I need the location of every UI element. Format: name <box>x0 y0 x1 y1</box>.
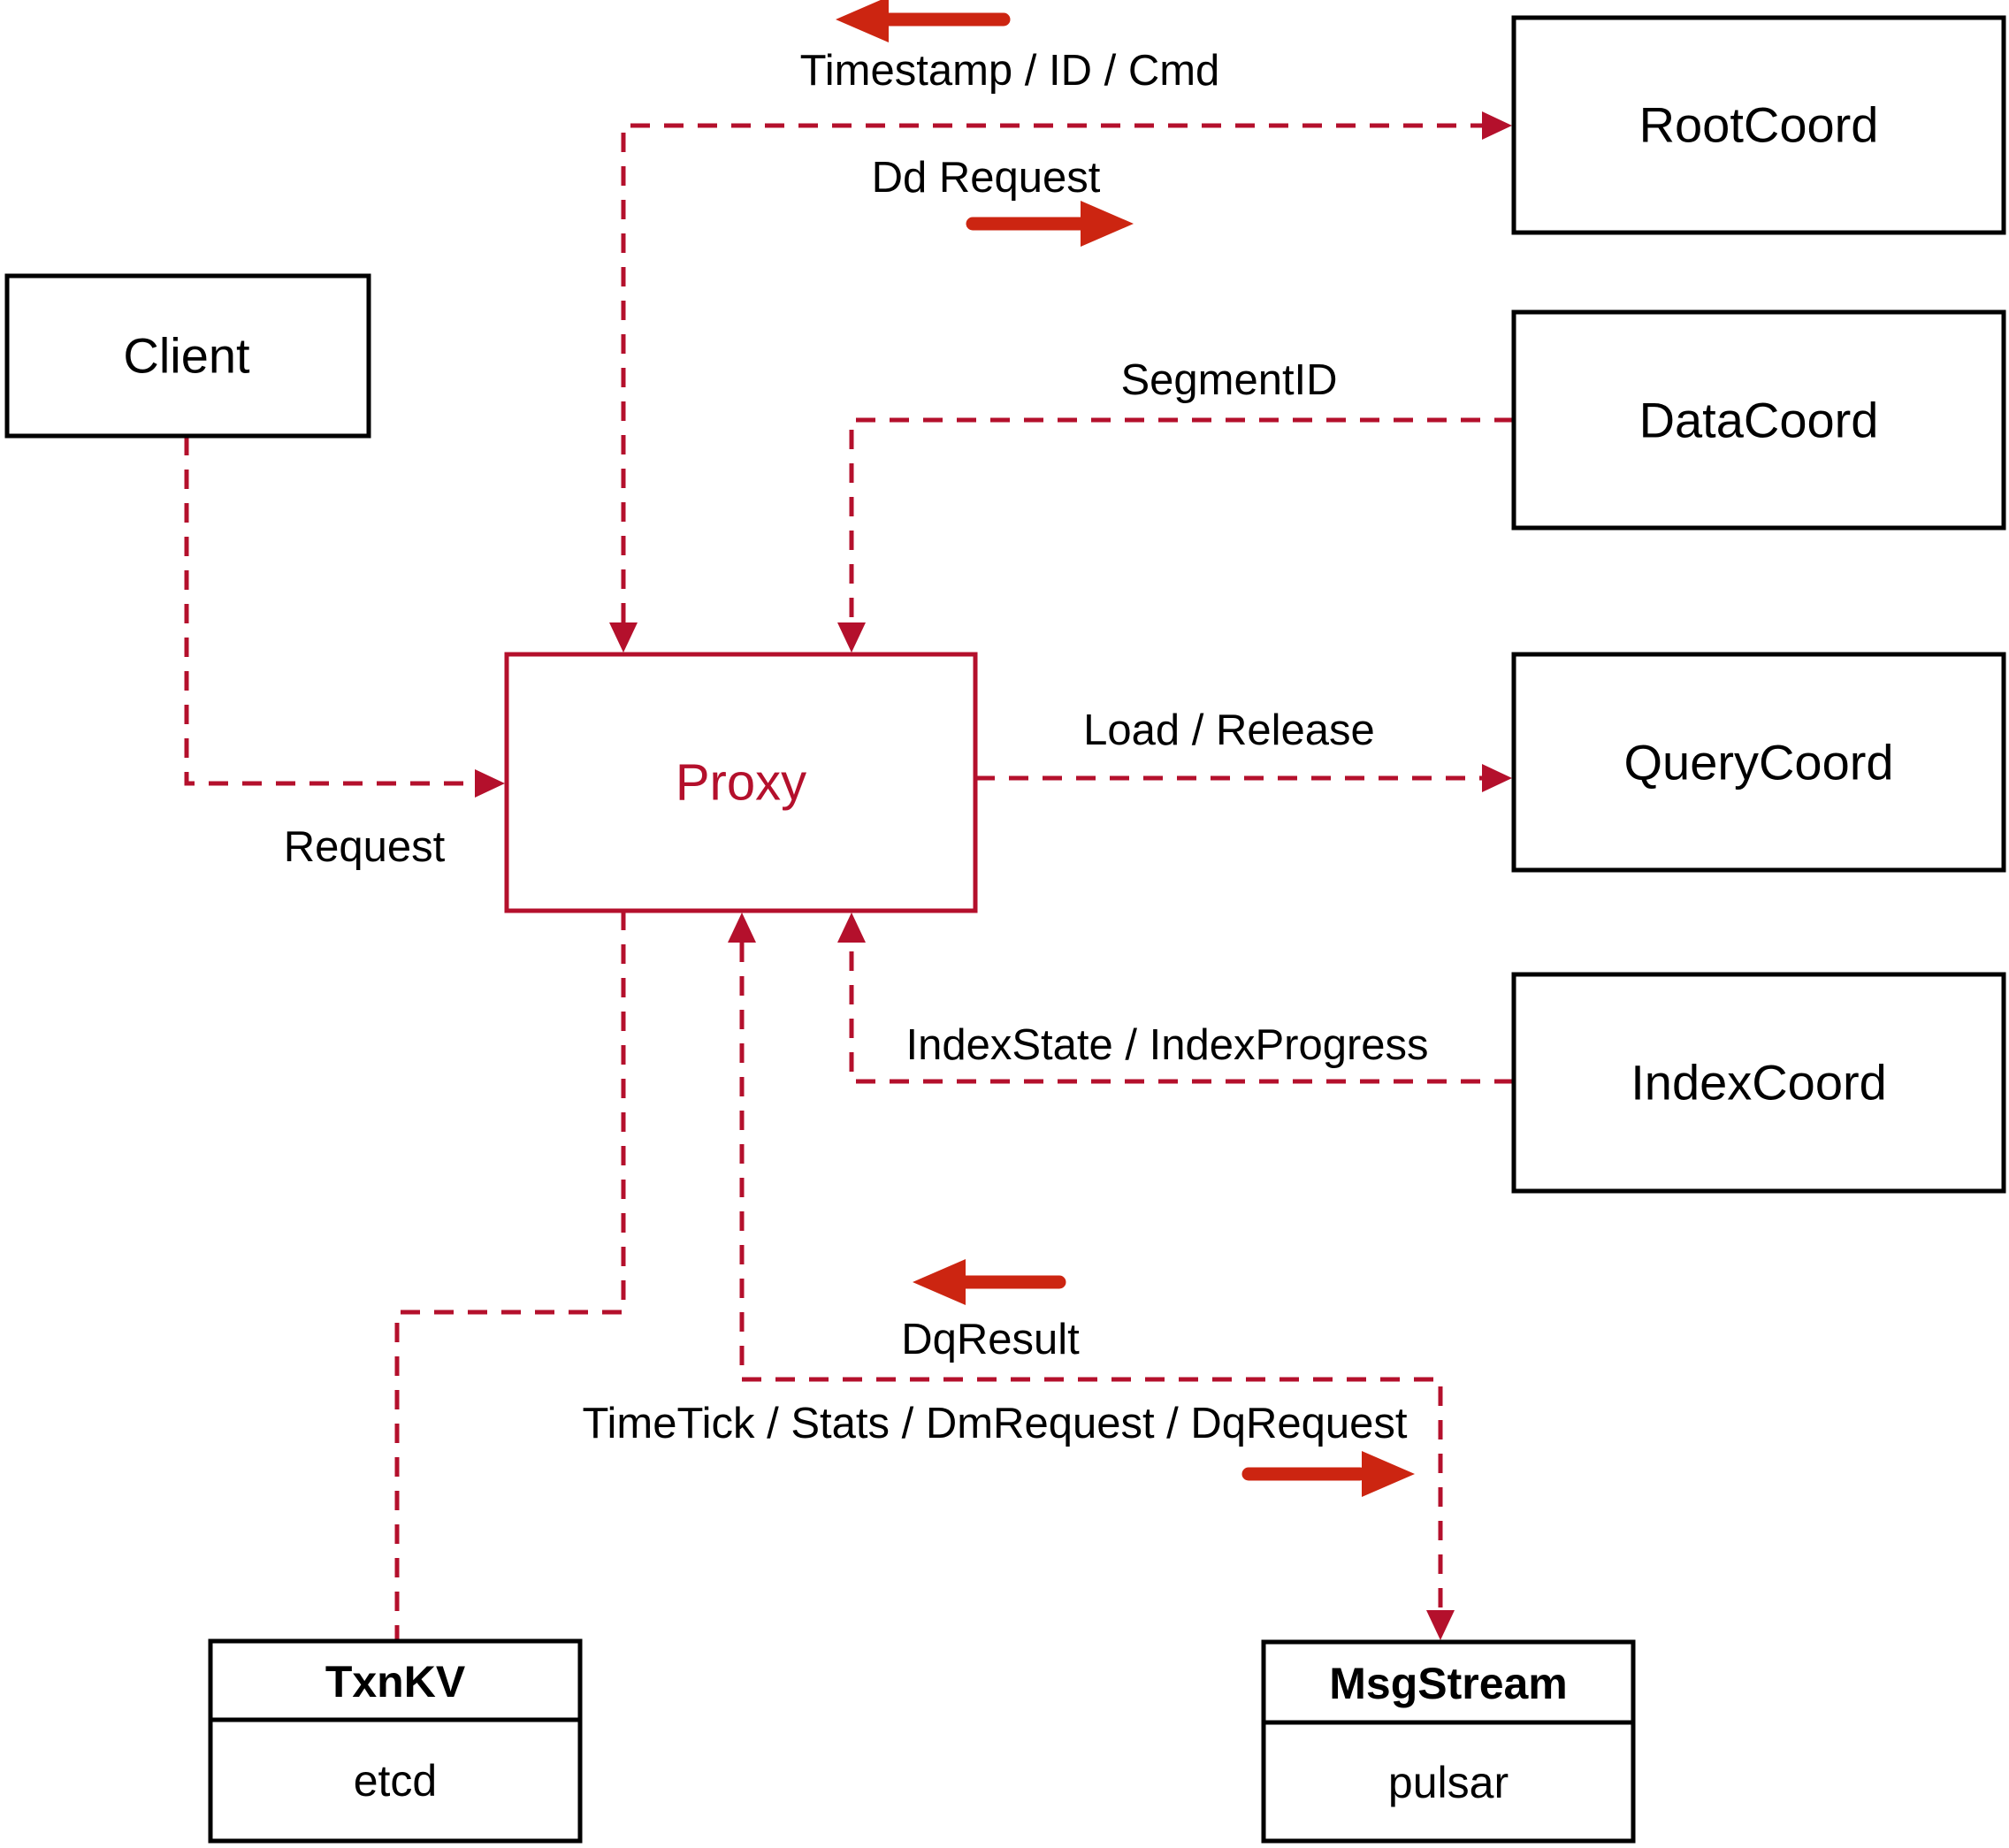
node-querycoord: QueryCoord <box>1511 652 2006 873</box>
edge-label-load-release: Load / Release <box>1083 706 1375 754</box>
arrowhead-into-proxy-top-right-icon <box>837 622 866 653</box>
edge-indexcoord-proxy-line <box>849 943 1514 1084</box>
edge-proxy-querycoord: Load / Release <box>975 706 1512 792</box>
arrowhead-into-proxy-top-left-icon <box>609 622 638 653</box>
querycoord-box <box>1511 652 2006 873</box>
txnkv-body: etcd <box>354 1756 438 1806</box>
timetick-right-arrow-icon <box>1362 1451 1415 1497</box>
node-indexcoord: IndexCoord <box>1511 972 2006 1194</box>
arrowhead-into-proxy-bottom-right-icon <box>837 913 866 943</box>
arrowhead-into-proxy-left-icon <box>475 769 505 798</box>
proxy-box <box>504 652 978 913</box>
dqresult-left-arrow-icon <box>913 1259 966 1305</box>
edge-client-proxy-line <box>184 436 475 786</box>
datacoord-label: DataCoord <box>1639 393 1879 448</box>
solid-arrow-right-bottom <box>1241 1451 1415 1497</box>
arrowhead-into-proxy-bottom-left-icon <box>728 913 756 943</box>
rootcoord-label: RootCoord <box>1639 97 1879 153</box>
node-proxy: Proxy <box>504 652 978 913</box>
right-arrow-icon <box>1081 201 1134 247</box>
arrowhead-into-msgstream-icon <box>1426 1610 1455 1640</box>
node-datacoord: DataCoord <box>1511 309 2006 531</box>
msgstream-title: MsgStream <box>1329 1659 1568 1708</box>
solid-arrow-right-top <box>966 201 1134 247</box>
edge-proxy-msgstream-line <box>739 943 1443 1610</box>
indexcoord-box <box>1511 972 2006 1194</box>
left-arrow-icon <box>836 0 889 42</box>
arrowhead-into-querycoord-icon <box>1482 764 1512 792</box>
client-label: Client <box>123 328 250 384</box>
edge-label-segment-id: SegmentID <box>1120 356 1337 404</box>
txnkv-title: TxnKV <box>325 1657 466 1707</box>
solid-arrow-left-top <box>836 0 1011 42</box>
node-client: Client <box>4 273 371 439</box>
querycoord-label: QueryCoord <box>1623 735 1893 790</box>
txnkv-box <box>208 1638 583 1844</box>
edge-client-proxy: Request <box>184 436 505 871</box>
edge-indexcoord-proxy: IndexState / IndexProgress <box>837 913 1514 1084</box>
edge-label-timestamp-id-cmd: Timestamp / ID / Cmd <box>800 47 1220 95</box>
arrowhead-into-rootcoord-icon <box>1482 111 1512 140</box>
node-rootcoord: RootCoord <box>1511 15 2006 235</box>
edge-proxy-txnkv-line <box>394 911 626 1641</box>
solid-arrow-dqresult <box>913 1259 1066 1305</box>
msgstream-box <box>1261 1639 1636 1844</box>
indexcoord-label: IndexCoord <box>1631 1055 1887 1111</box>
edge-label-dq-result: DqResult <box>901 1316 1080 1363</box>
edge-label-timetick: TimeTick / Stats / DmRequest / DqRequest <box>582 1400 1407 1447</box>
edge-datacoord-proxy-line <box>849 417 1514 622</box>
edge-proxy-rootcoord: Timestamp / ID / Cmd Dd Request <box>609 0 1512 653</box>
edge-label-request: Request <box>284 823 446 871</box>
edge-proxy-txnkv <box>394 911 626 1641</box>
datacoord-box <box>1511 309 2006 531</box>
edge-proxy-msgstream: DqResult TimeTick / Stats / DmRequest / … <box>582 913 1455 1640</box>
proxy-label: Proxy <box>676 754 806 812</box>
edge-datacoord-proxy: SegmentID <box>837 356 1514 653</box>
node-txnkv: TxnKV etcd <box>208 1638 583 1844</box>
rootcoord-box <box>1511 15 2006 235</box>
client-box <box>4 273 371 439</box>
node-msgstream: MsgStream pulsar <box>1261 1639 1636 1844</box>
edge-label-index-state: IndexState / IndexProgress <box>905 1021 1428 1069</box>
edge-label-dd-request: Dd Request <box>872 154 1101 202</box>
msgstream-body: pulsar <box>1388 1758 1509 1807</box>
